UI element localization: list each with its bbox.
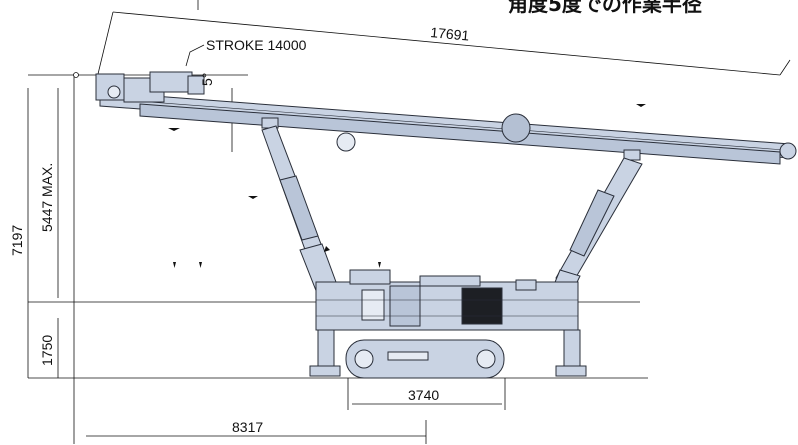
track-length-label: 3740 [408,387,439,403]
left-outrigger [317,329,335,367]
working-radius-label: 8317 [232,419,263,435]
centralizer [501,113,531,143]
right-outrigger [563,329,581,367]
guide-roller [336,132,356,152]
motor-cap [187,75,205,95]
max-height-label: 5447 MAX. [39,163,55,232]
stroke-label: STROKE 14000 [206,37,307,53]
engine-hatch [461,287,503,325]
left-pad [309,365,341,377]
pivot-marker [73,72,79,78]
diagram-title: 角度5度での作業半径 [508,0,702,16]
drill-rig [95,71,797,379]
angle-label: 5° [199,73,215,86]
carrier-body [315,281,579,331]
control-panel [361,289,385,321]
base-height-label: 1750 [39,335,55,366]
total-height-label: 7197 [9,225,25,256]
mast-tip-pulley [779,142,797,160]
markers [168,104,646,268]
motor-block [149,71,193,93]
right-pad [555,365,587,377]
mast-length-label: 17691 [430,24,470,44]
mast-rail [139,103,781,165]
